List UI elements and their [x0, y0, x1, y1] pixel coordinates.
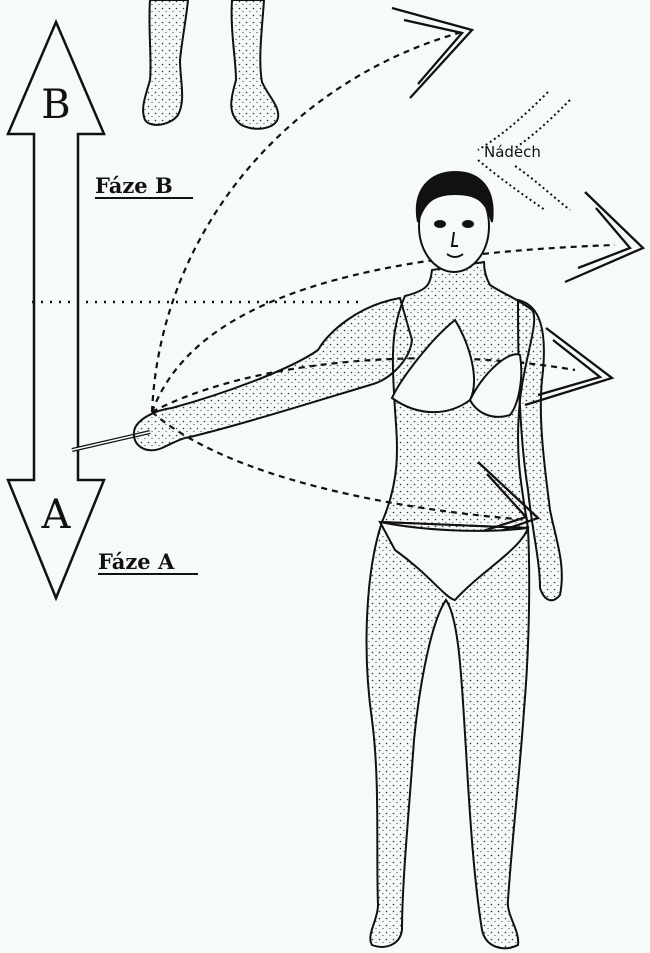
letter-b: B — [41, 82, 70, 128]
top-feet — [143, 0, 278, 129]
head — [417, 172, 493, 272]
movement-arcs — [152, 32, 615, 520]
letter-a: A — [41, 492, 72, 538]
phase-a-label: Fáze A — [98, 549, 175, 574]
phase-b-label: Fáze B — [95, 173, 173, 198]
inhale-label: Nádech — [484, 143, 541, 161]
